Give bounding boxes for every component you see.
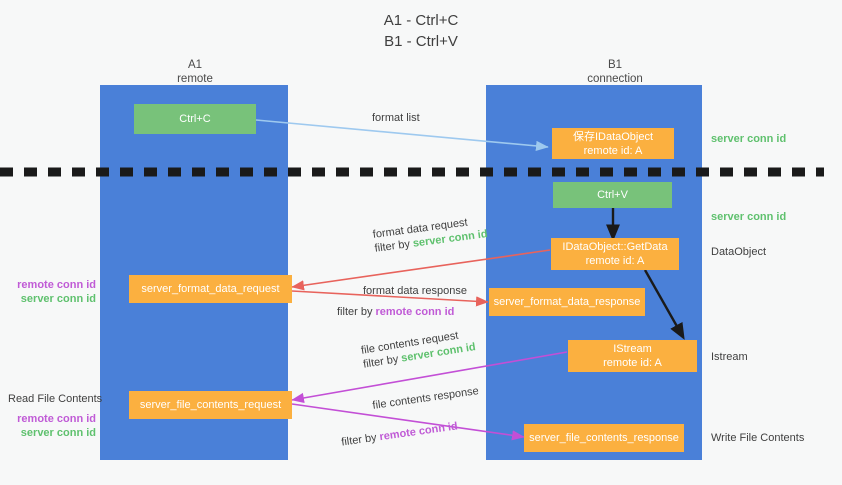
arrow-file-contents-request <box>291 351 568 403</box>
right-annotation-server-conn-id-2: server conn id <box>711 211 787 223</box>
node-ctrl-v[interactable]: Ctrl+V <box>553 182 672 208</box>
node-server-file-contents-response-label: server_file_contents_response <box>529 432 679 444</box>
diagram-title: A1 - Ctrl+C B1 - Ctrl+V <box>0 10 842 52</box>
title-line-1: A1 - Ctrl+C <box>383 12 459 29</box>
arrow-format-list <box>255 119 549 151</box>
title-line-2: B1 - Ctrl+V <box>384 33 458 50</box>
node-server-format-data-response-label: server_format_data_response <box>493 296 641 308</box>
column-b1-role: connection <box>587 73 643 85</box>
arrow-file-contents-response <box>291 403 525 441</box>
node-server-file-contents-request-label: server_file_contents_request <box>139 399 282 411</box>
node-server-format-data-request[interactable]: server_format_data_request <box>129 275 292 303</box>
node-ctrl-c-label: Ctrl+C <box>179 113 211 125</box>
node-ctrl-v-label: Ctrl+V <box>597 189 628 201</box>
node-ctrl-c[interactable]: Ctrl+C <box>134 104 256 134</box>
filter-prefix: filter by <box>337 306 376 318</box>
node-server-format-data-response[interactable]: server_format_data_response <box>489 288 645 316</box>
left-annotation-server-conn-id-1: server conn id <box>20 293 96 305</box>
left-annotation-remote-conn-id-1: remote conn id <box>17 279 96 291</box>
right-annotation-dataobject: DataObject <box>711 246 767 258</box>
right-annotation-istream: Istream <box>711 351 748 363</box>
right-annotation-write-file-contents: Write File Contents <box>711 432 805 444</box>
node-istream-line1: IStream <box>613 343 652 355</box>
left-annotation-read-file-contents: Read File Contents <box>8 393 103 405</box>
node-save-idataobject-line2: remote id: A <box>583 144 643 157</box>
column-a1-role: remote <box>177 73 213 85</box>
node-save-idataobject[interactable]: 保存IDataObject remote id: A <box>552 128 674 159</box>
column-header-b1: B1 connection <box>540 58 690 86</box>
edge-label-format-data-response: format data response <box>363 285 467 297</box>
filter-key-remote-conn-id: remote conn id <box>375 306 455 318</box>
left-annotation-server-conn-id-2: server conn id <box>20 427 96 439</box>
node-getdata[interactable]: IDataObject::GetData remote id: A <box>551 238 679 270</box>
arrow-format-data-request <box>291 249 551 291</box>
node-getdata-line2: remote id: A <box>585 255 645 267</box>
column-header-a1: A1 remote <box>120 58 270 86</box>
node-istream[interactable]: IStream remote id: A <box>568 340 697 372</box>
arrow-getdata-to-istream <box>643 269 685 340</box>
node-server-file-contents-request[interactable]: server_file_contents_request <box>129 391 292 419</box>
column-b1-name: B1 <box>607 59 623 71</box>
node-server-format-data-request-label: server_format_data_request <box>141 283 280 295</box>
edge-label-format-list: format list <box>372 112 420 124</box>
node-server-file-contents-response[interactable]: server_file_contents_response <box>524 424 684 452</box>
left-annotation-remote-conn-id-2: remote conn id <box>17 413 96 425</box>
edge-label-format-data-response-filter: filter by remote conn id <box>337 305 454 319</box>
arrow-format-data-response <box>291 290 489 307</box>
node-istream-line2: remote id: A <box>603 357 662 369</box>
left-annotation-block-1: remote conn id server conn id <box>8 278 96 306</box>
column-a1-name: A1 <box>187 59 203 71</box>
right-annotation-server-conn-id-1: server conn id <box>711 133 787 145</box>
left-annotation-block-2: remote conn id server conn id <box>8 412 96 440</box>
node-getdata-line1: IDataObject::GetData <box>562 241 668 253</box>
node-save-idataobject-line1: 保存IDataObject <box>572 130 654 143</box>
